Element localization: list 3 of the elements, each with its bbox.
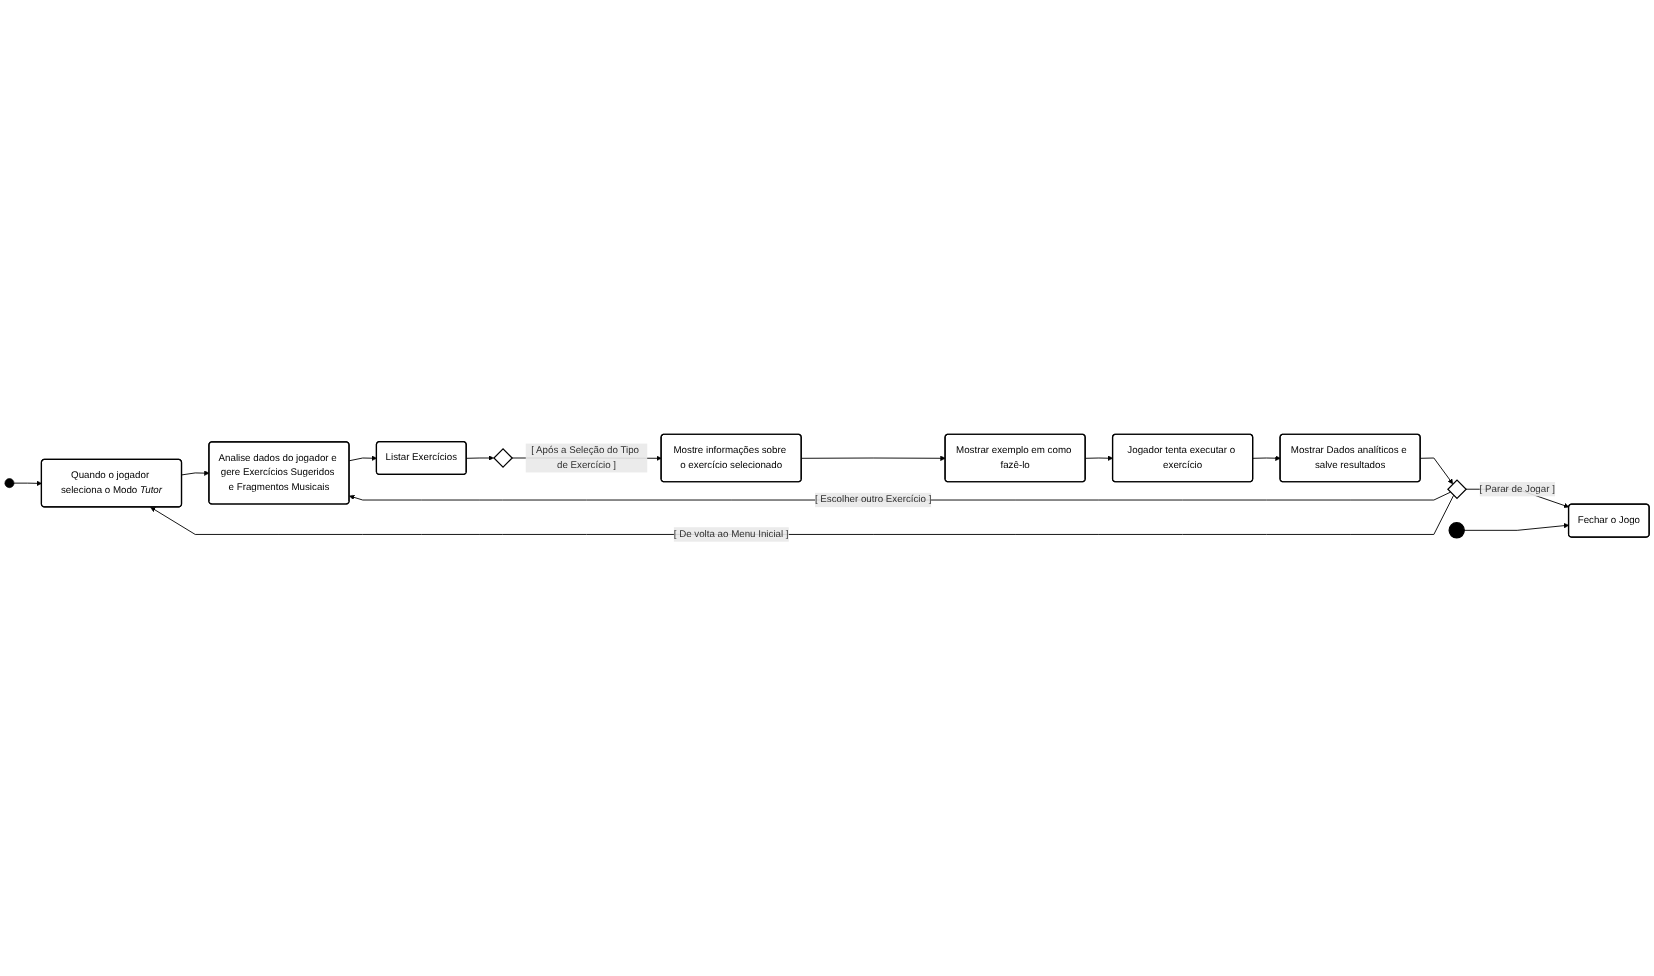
node-diamond [493, 448, 514, 468]
node-circle [4, 478, 15, 488]
node-diamond [1447, 479, 1467, 500]
